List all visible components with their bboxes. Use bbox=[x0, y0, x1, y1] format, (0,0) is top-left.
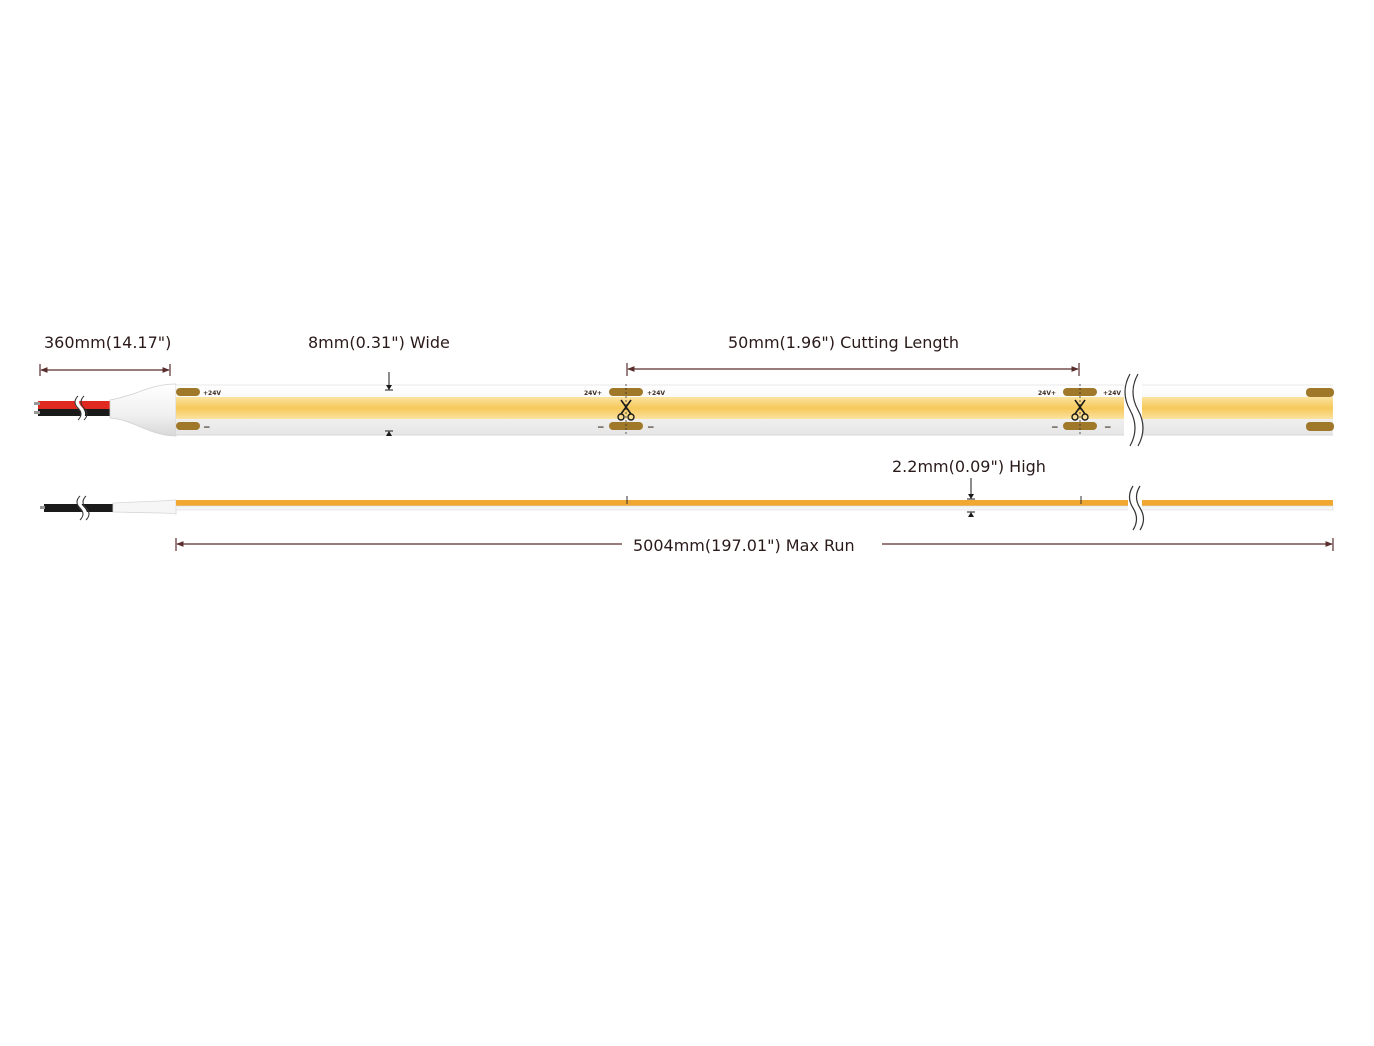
width-marker bbox=[385, 372, 393, 436]
svg-text:+24V: +24V bbox=[203, 390, 221, 397]
svg-text:−: − bbox=[647, 423, 655, 433]
side-view bbox=[40, 478, 1334, 531]
end-cap bbox=[109, 383, 177, 437]
scissors-icon bbox=[617, 399, 635, 421]
break-mark-icon bbox=[1124, 373, 1144, 447]
scissors-icon bbox=[1071, 399, 1089, 421]
svg-text:+24V: +24V bbox=[647, 390, 665, 397]
led-line-top bbox=[176, 397, 1333, 419]
lead-length-label: 360mm(14.17") bbox=[44, 333, 171, 352]
svg-text:−: − bbox=[1104, 423, 1112, 433]
cut-point-1: 24V+ +24V − − bbox=[584, 384, 665, 436]
pads-left: +24V − bbox=[176, 388, 221, 433]
height-marker bbox=[967, 478, 975, 517]
svg-text:−: − bbox=[597, 423, 605, 433]
lead-length-dimension bbox=[39, 364, 171, 376]
max-run-dimension bbox=[175, 538, 1334, 551]
svg-text:+24V: +24V bbox=[1103, 390, 1121, 397]
svg-text:24V+: 24V+ bbox=[584, 390, 602, 397]
cut-point-2: 24V+ +24V − − bbox=[1038, 384, 1121, 436]
led-line-side bbox=[176, 500, 1333, 506]
height-label: 2.2mm(0.09") High bbox=[892, 457, 1046, 476]
width-label: 8mm(0.31") Wide bbox=[308, 333, 450, 352]
wire-leads-top bbox=[34, 394, 112, 422]
max-run-label: 5004mm(197.01") Max Run bbox=[633, 536, 855, 555]
svg-text:24V+: 24V+ bbox=[1038, 390, 1056, 397]
break-mark-icon bbox=[1128, 485, 1145, 531]
pads-right-end bbox=[1306, 388, 1334, 431]
cutting-length-dimension bbox=[626, 363, 1080, 376]
svg-text:−: − bbox=[1051, 423, 1059, 433]
top-view: +24V − 24V+ +24V − − 24V+ +24V − bbox=[34, 372, 1334, 447]
cutting-length-label: 50mm(1.96") Cutting Length bbox=[728, 333, 959, 352]
svg-text:−: − bbox=[203, 423, 211, 433]
